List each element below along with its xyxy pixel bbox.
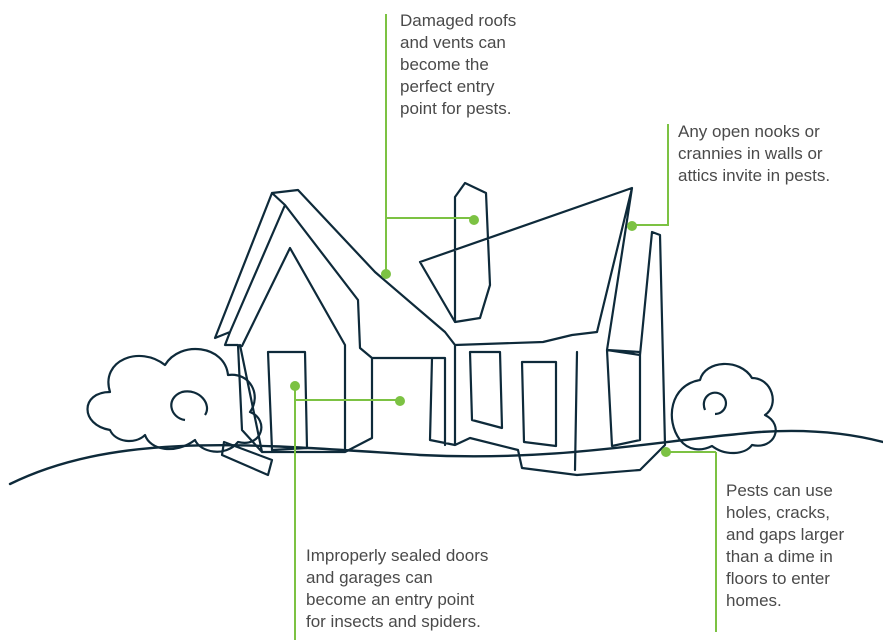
- roof-marker-dot: [381, 269, 391, 279]
- floor-marker-dot: [661, 447, 671, 457]
- garage-marker-dot: [395, 396, 405, 406]
- house-outline: [215, 183, 665, 475]
- floor-callout-text: Pests can use holes, cracks, and gaps la…: [726, 480, 876, 612]
- walls-callout-text: Any open nooks or crannies in walls or a…: [678, 121, 878, 187]
- callout-dots: [290, 215, 671, 457]
- door-marker-dot: [290, 381, 300, 391]
- roof-callout-text: Damaged roofs and vents can become the p…: [400, 10, 560, 120]
- floor-connector: [666, 452, 716, 632]
- walls-connector: [632, 124, 668, 225]
- doors-callout-text: Improperly sealed doors and garages can …: [306, 545, 566, 633]
- walls-marker-dot: [627, 221, 637, 231]
- left-bush-outline: [88, 349, 262, 452]
- vent-marker-dot: [469, 215, 479, 225]
